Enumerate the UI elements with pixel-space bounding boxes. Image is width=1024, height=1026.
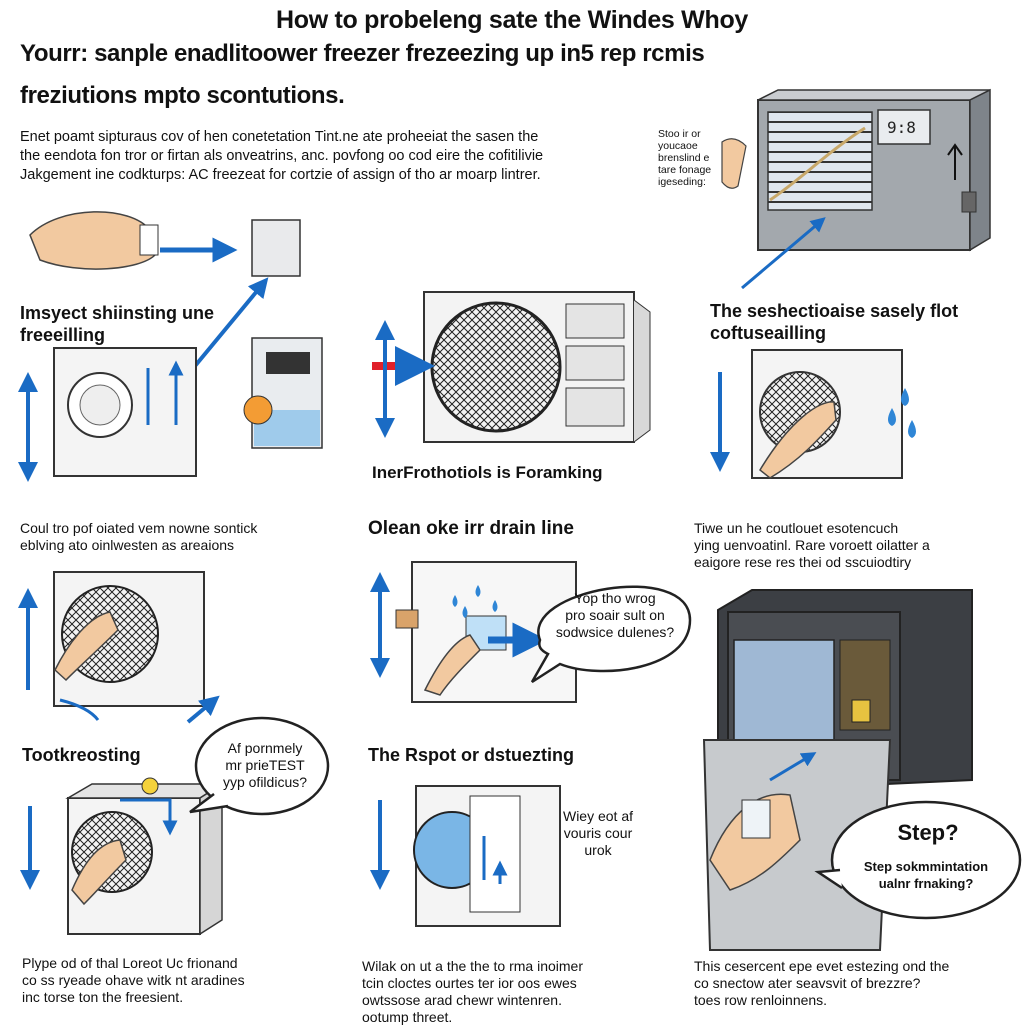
- window-ac-unit: [757, 88, 991, 252]
- troubleshoot-bubble-text: Af pornmely mr prieTEST yyp ofildicus?: [200, 740, 330, 791]
- note-line: Stoo ir or: [658, 128, 701, 140]
- caption-line: eblving ato oinlwesten as areaions: [20, 537, 235, 553]
- footer-mid: Wilak on ut a the the to rma inoimer tci…: [362, 958, 583, 1026]
- intro-line: Enet poamt sipturaus cov of hen coneteta…: [20, 129, 539, 145]
- right-top-heading: The seshectioaise sasely flot coftuseail…: [710, 300, 958, 344]
- footer-line: Wilak on ut a the the to rma inoimer: [362, 958, 583, 974]
- right-mid-caption: Tiwe un he coutlouet esotencuch ying uen…: [694, 520, 930, 571]
- drain-bubble-text: Yop tho wrog pro soair sult on sodwsice …: [540, 590, 690, 641]
- outdoor-unit-left-mid: [18, 571, 220, 724]
- bubble-line: Af pornmely: [227, 740, 303, 756]
- note-line: youcaoe: [658, 140, 698, 152]
- step-bubble-text: Step sokmmintation ualnr frnaking?: [836, 858, 1016, 892]
- bubble-line: yyp ofildicus?: [222, 774, 308, 790]
- bubble-line: Yop tho wrog: [574, 590, 656, 606]
- footer-left: Plype od of thal Loreot Uc frionand co s…: [22, 955, 245, 1006]
- footer-line: owtssose arad chewr wintenren.: [362, 992, 562, 1008]
- bubble-line: ualnr frnaking?: [878, 876, 974, 891]
- center-label: InerFrothotiols is Foramking: [372, 463, 603, 482]
- caption-line: Coul tro pof oiated vem nowne sontick: [20, 520, 258, 536]
- bubble-line: mr prieTEST: [225, 757, 305, 773]
- indoor-unit-open-panel: [702, 589, 1022, 951]
- note-line: urok: [584, 842, 612, 858]
- footer-line: Plype od of thal Loreot Uc frionand: [22, 955, 238, 971]
- footer-line: inc torse ton the freesient.: [22, 989, 184, 1005]
- thermostat-display: 9:8: [887, 118, 916, 137]
- bubble-line: sodwsice dulenes?: [555, 624, 675, 640]
- heading-line: The seshectioaise sasely flot: [710, 301, 959, 321]
- note-line: Wiey eot af: [562, 808, 634, 824]
- spot-heading: The Rspot or dstuezting: [368, 745, 574, 765]
- intro-paragraph: Enet poamt sipturaus cov of hen coneteta…: [20, 128, 660, 185]
- spot-note: Wiey eot af vouris cour urok: [558, 808, 638, 859]
- footer-right: This cesercent epe evet estezing ond the…: [694, 958, 949, 1009]
- footer-line: toes row renloinnens.: [694, 992, 828, 1008]
- caption-line: eaigore rese res thei od sscuiodtiry: [694, 554, 912, 570]
- left-mid-caption: Coul tro pof oiated vem nowne sontick eb…: [20, 520, 257, 554]
- heading-line: coftuseailling: [710, 323, 827, 343]
- intro-line: Jakgement ine codkturps: AC freezeat for…: [20, 167, 541, 183]
- spot-illustration: [370, 785, 561, 927]
- troubleshoot-heading: Tootkreosting: [22, 745, 141, 765]
- outdoor-unit-left-top: [18, 347, 197, 482]
- footer-line: This cesercent epe evet estezing ond the: [694, 958, 950, 974]
- remote-with-ice-illustration: [243, 337, 323, 449]
- step-bubble-title: Step?: [897, 820, 959, 845]
- note-line: igeseding:: [658, 176, 706, 188]
- note-line: vouris cour: [563, 825, 633, 841]
- subtitle-line-2: freziutions mpto scontutions.: [20, 82, 345, 109]
- note-line: brenslind e: [658, 152, 710, 164]
- outdoor-unit-right-top: [710, 349, 916, 479]
- footer-line: co snectow ater seavsvit of brezzre?: [694, 975, 921, 991]
- heading-line: Imsyect shiinsting une: [20, 303, 215, 323]
- caption-line: ying uenvoatinl. Rare voroett oilatter a: [694, 537, 930, 553]
- inspect-heading: Imsyect shiinsting une freeeilling: [20, 302, 214, 346]
- outdoor-unit-center: [372, 291, 651, 443]
- heading-line: freeeilling: [20, 325, 106, 345]
- subtitle-line-1: Yourr: sanple enadlitoower freezer freze…: [20, 40, 705, 67]
- footer-line: co ss ryeade ohave witk nt aradines: [22, 972, 245, 988]
- note-line: tare fonage: [658, 164, 712, 176]
- footer-line: tcin cloctes ourtes ter ior oos ewes: [362, 975, 577, 991]
- page-title: How to probeleng sate the Windes Whoy: [275, 6, 749, 34]
- filter-removal-illustration: [29, 211, 301, 374]
- bubble-line: pro soair sult on: [565, 607, 665, 623]
- top-right-note: Stoo ir or youcaoe brenslind e tare fona…: [658, 128, 728, 188]
- bubble-line: Step sokmmintation: [863, 859, 989, 874]
- footer-line: ootump threet.: [362, 1009, 453, 1025]
- caption-line: Tiwe un he coutlouet esotencuch: [694, 520, 899, 536]
- drain-heading: Olean oke irr drain line: [368, 518, 574, 539]
- intro-line: the eendota fon tror or firtan als onvea…: [20, 148, 544, 164]
